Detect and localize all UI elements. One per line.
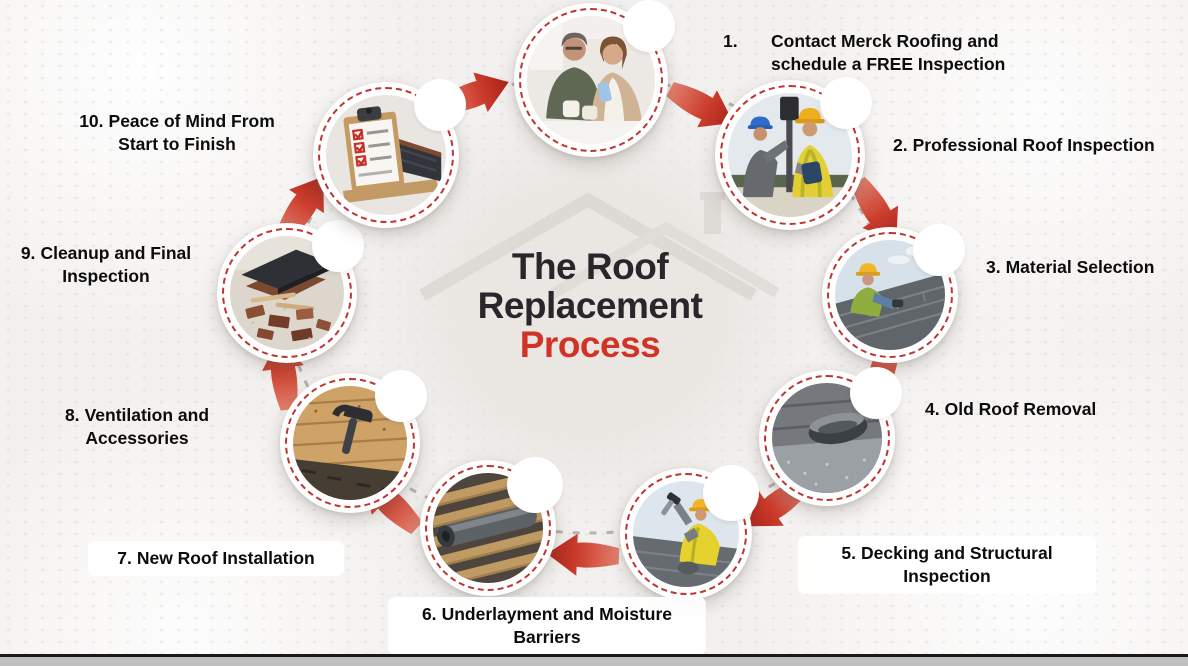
step-label-2: 2.Professional Roof Inspection bbox=[893, 134, 1188, 157]
step-label-6: 6.Underlayment and Moisture Barriers bbox=[388, 597, 706, 655]
photo-circle-step-4 bbox=[759, 367, 902, 506]
photo-circle-step-1 bbox=[514, 0, 675, 157]
step-text: Professional Roof Inspection bbox=[912, 135, 1155, 155]
notch-bubble bbox=[623, 0, 675, 52]
page-title: The Roof Replacement Process bbox=[398, 247, 782, 364]
step-label-8: 8.Ventilation and Accessories bbox=[46, 404, 228, 450]
step-text: Peace of Mind From Start to Finish bbox=[108, 111, 275, 154]
step-number: 8. bbox=[64, 405, 80, 425]
step-number: 2. bbox=[893, 135, 908, 155]
notch-bubble bbox=[375, 370, 427, 422]
roof-watermark-icon bbox=[419, 192, 780, 301]
photo-circle-step-3 bbox=[822, 224, 965, 363]
step-text: Decking and Structural Inspection bbox=[861, 543, 1053, 586]
photo-circle-step-6 bbox=[420, 457, 563, 596]
step-text: New Roof Installation bbox=[136, 548, 315, 568]
notch-bubble bbox=[703, 465, 759, 521]
photo-circle-step-10 bbox=[313, 79, 466, 228]
step-label-7: 7.New Roof Installation bbox=[88, 541, 344, 576]
notch-bubble bbox=[312, 220, 364, 272]
step-label-10: 10.Peace of Mind From Start to Finish bbox=[58, 110, 296, 156]
step-text: Old Roof Removal bbox=[944, 399, 1097, 419]
step-number: 3. bbox=[986, 257, 1001, 277]
step-label-4: 4.Old Roof Removal bbox=[925, 398, 1145, 421]
notch-bubble bbox=[913, 224, 965, 276]
notch-bubble bbox=[507, 457, 563, 513]
photo-circle-step-5 bbox=[620, 465, 759, 600]
step-label-9: 9.Cleanup and Final Inspection bbox=[10, 242, 202, 288]
step-number: 1. bbox=[723, 31, 738, 51]
title-line-2: Replacement bbox=[477, 285, 703, 326]
step-text: Material Selection bbox=[1005, 257, 1155, 277]
step-label-3: 3.Material Selection bbox=[986, 256, 1186, 279]
arrow-5-to-6 bbox=[546, 532, 620, 578]
step-label-5: 5.Decking and Structural Inspection bbox=[798, 536, 1096, 594]
step-number: 7. bbox=[117, 548, 132, 568]
step-text: Underlayment and Moisture Barriers bbox=[441, 604, 673, 647]
step-text: Contact Merck Roofing and schedule a FRE… bbox=[771, 31, 1006, 74]
photo-circle-step-2 bbox=[715, 77, 872, 230]
notch-bubble bbox=[414, 79, 466, 131]
step-text: Cleanup and Final Inspection bbox=[40, 243, 192, 286]
bottom-gray-strip bbox=[0, 657, 1188, 666]
step-number: 10. bbox=[79, 111, 104, 131]
title-line-1: The Roof bbox=[511, 246, 669, 287]
step-text: Ventilation and Accessories bbox=[84, 405, 210, 448]
step-number: 4. bbox=[925, 399, 940, 419]
title-line-3: Process bbox=[519, 324, 661, 365]
bottom-divider-line bbox=[0, 654, 1188, 657]
photo-circle-step-7 bbox=[280, 370, 427, 513]
step-number: 6. bbox=[421, 604, 437, 624]
step-number: 5. bbox=[841, 543, 857, 563]
step-label-1: 1. Contact Merck Roofing and schedule a … bbox=[723, 30, 1059, 76]
notch-bubble bbox=[850, 367, 902, 419]
step-number: 9. bbox=[20, 243, 36, 263]
notch-bubble bbox=[820, 77, 872, 129]
photo-circle-step-9 bbox=[217, 220, 364, 363]
